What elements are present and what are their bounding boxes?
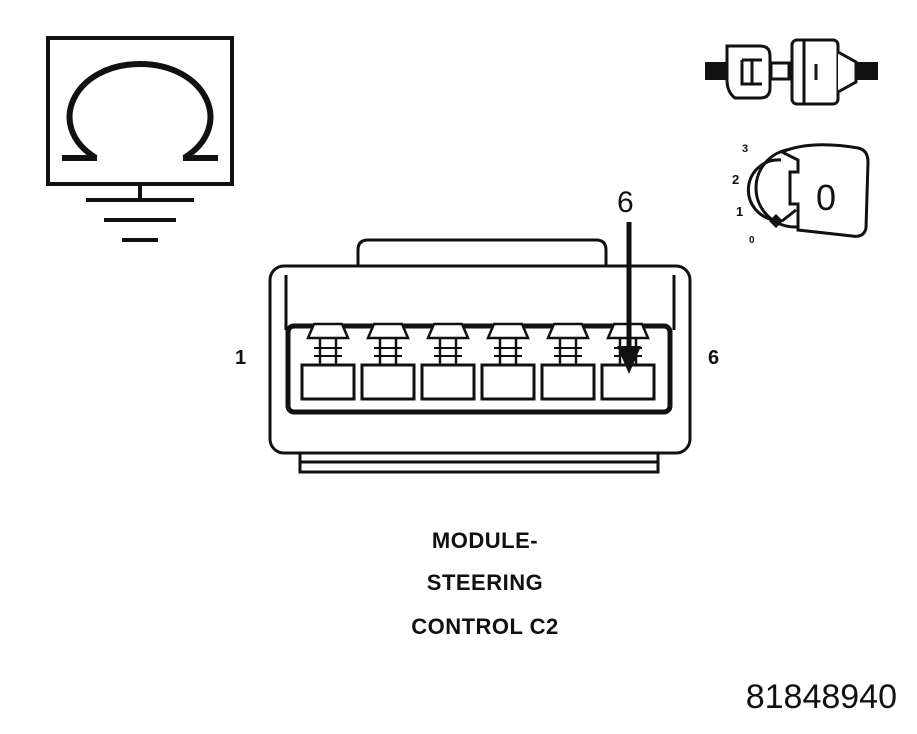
probe-arrow: [617, 222, 641, 374]
ignition-key-icon: [746, 143, 870, 238]
ignition-position-2: 2: [732, 172, 739, 187]
ignition-position-0: 0: [749, 235, 755, 246]
cavity-2: [360, 322, 416, 401]
disconnected-connector-icon: [705, 38, 878, 106]
caption-line-2: STEERING: [426, 570, 544, 595]
ignition-position-3: 3: [742, 143, 748, 155]
caption-line-1: MODULE-: [431, 528, 539, 553]
ohmmeter-icon: [46, 36, 234, 186]
pin-1-label: 1: [235, 347, 246, 369]
ground-icon: [86, 184, 194, 242]
cavity-4: [480, 322, 536, 401]
probe-pin-label: 6: [617, 186, 634, 219]
cavity-1: [300, 322, 356, 401]
part-number: 81848940: [745, 678, 897, 716]
cavity-3: [420, 322, 476, 401]
ignition-key-label: 0: [816, 177, 836, 218]
pin-6-label: 6: [708, 347, 719, 369]
caption-line-3: CONTROL C2: [411, 614, 559, 639]
ignition-position-1: 1: [736, 204, 743, 219]
cavity-5: [540, 322, 596, 401]
